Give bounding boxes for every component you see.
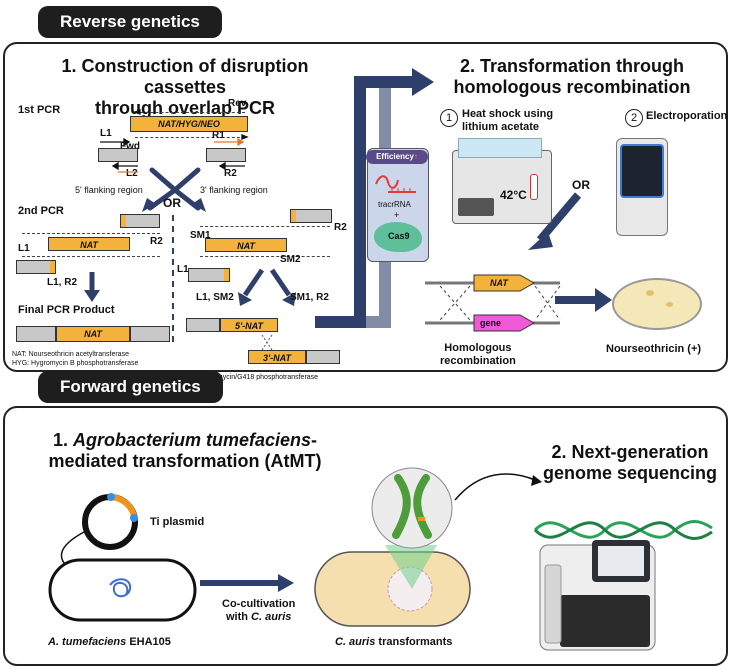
hr-gene: gene bbox=[480, 318, 502, 328]
second-pcr-l1: L1 bbox=[18, 243, 30, 254]
final-product-label: Final PCR Product bbox=[18, 304, 115, 316]
plus-label: + bbox=[394, 210, 400, 220]
petri-dish bbox=[612, 278, 702, 330]
nat3-gene: 3'-NAT bbox=[248, 350, 306, 364]
second-pcr-flank-r bbox=[120, 214, 160, 228]
transformation-title: 2. Transformation through homologous rec… bbox=[453, 56, 691, 97]
colony-1 bbox=[646, 290, 654, 296]
cas9-blob bbox=[374, 222, 422, 252]
sm-r2: R2 bbox=[334, 222, 347, 233]
strain-label: A. tumefaciens EHA105 bbox=[48, 636, 171, 648]
nat5-gene: 5'-NAT bbox=[220, 318, 278, 332]
up-arrow-icon: ↑ bbox=[413, 152, 418, 161]
or-transformation: OR bbox=[572, 178, 590, 192]
second-pcr-strand-bot bbox=[22, 256, 160, 257]
sm2-label: SM2 bbox=[280, 254, 301, 265]
final-flank-r bbox=[130, 326, 170, 342]
second-pcr-r2: R2 bbox=[150, 236, 163, 247]
sm-flank-r bbox=[290, 209, 332, 223]
legend-neo: NEO: Neomycin/G418 phosphotransferase bbox=[185, 374, 319, 381]
forward-genetics-title: Forward genetics bbox=[38, 371, 223, 403]
l1-primer: L1 bbox=[100, 128, 112, 139]
construction-title: 1. Construction of disruption cassettes … bbox=[61, 56, 309, 118]
nourseothricin-label: Nourseothricin (+) bbox=[606, 343, 702, 355]
l1r2-label: L1, R2 bbox=[47, 277, 78, 288]
flank3-label: 3' flanking region bbox=[200, 185, 268, 195]
r2-primer: R2 bbox=[224, 168, 237, 179]
tracrrna-label: tracrRNA bbox=[378, 200, 411, 209]
method-2-number: 2 bbox=[625, 109, 643, 127]
nat5-flank bbox=[186, 318, 220, 332]
second-pcr-label: 2nd PCR bbox=[18, 205, 64, 217]
legend-nat: NAT: Nourseothricin acetyltransferase bbox=[12, 351, 129, 358]
l2-primer: L2 bbox=[126, 168, 138, 179]
sm-nat: NAT bbox=[205, 238, 287, 252]
thermometer-icon bbox=[530, 174, 538, 200]
heat-block-panel bbox=[458, 198, 494, 216]
final-flank-l bbox=[16, 326, 56, 342]
heat-block-lid bbox=[458, 138, 542, 158]
cassette-gene: NAT/HYG/NEO bbox=[130, 116, 248, 132]
legend-hyg: HYG: Hygromycin B phosphotransferase bbox=[12, 360, 139, 367]
atmt-title: 1. Agrobacterium tumefaciens- mediated t… bbox=[48, 430, 322, 471]
tracrrna-icon bbox=[375, 175, 416, 193]
method-1: 1 bbox=[440, 108, 458, 127]
sm1r2-label: SM1, R2 bbox=[290, 292, 329, 303]
or-label: OR bbox=[163, 196, 181, 210]
fwd-strand bbox=[135, 137, 245, 138]
method-2-label: Electroporation bbox=[646, 110, 728, 122]
gene-legend: NAT: Nourseothricin acetyltransferase HY… bbox=[12, 350, 138, 368]
fwd-primer: Fwd bbox=[120, 141, 140, 152]
rev-strand bbox=[135, 112, 245, 113]
r1-primer: R1 bbox=[212, 130, 225, 141]
rev-primer: Rev bbox=[228, 98, 247, 109]
cas9-label: Cas9 bbox=[388, 231, 410, 241]
second-pcr-strand-top bbox=[22, 233, 160, 234]
method-1-number: 1 bbox=[440, 109, 458, 127]
ngs-title: 2. Next-generation genome sequencing bbox=[542, 442, 718, 483]
flank-3 bbox=[206, 148, 246, 162]
final-nat: NAT bbox=[56, 326, 130, 342]
hr-nat: NAT bbox=[490, 278, 508, 288]
colony-2 bbox=[666, 302, 673, 307]
method-2: 2 bbox=[625, 108, 643, 127]
cocultivation-label: Co-cultivation with C. auris bbox=[222, 598, 296, 623]
transformants-label: C. auris transformants bbox=[335, 636, 453, 648]
hr-label: Homologous recombination bbox=[440, 342, 516, 367]
reverse-genetics-title: Reverse genetics bbox=[38, 6, 222, 38]
flank-5 bbox=[98, 148, 138, 162]
electroporator-screen bbox=[620, 144, 664, 198]
ti-plasmid-label: Ti plasmid bbox=[150, 516, 205, 528]
sm1-label: SM1 bbox=[190, 230, 211, 241]
temperature-readout: 42°C bbox=[500, 188, 527, 202]
efficiency-badge: Efficiency↑ bbox=[366, 150, 428, 164]
l1sm2-label: L1, SM2 bbox=[196, 292, 234, 303]
method-1-label: Heat shock using lithium acetate bbox=[462, 108, 554, 133]
sm-l1: L1 bbox=[177, 264, 189, 275]
sm-flank-l bbox=[188, 268, 230, 282]
sm-strand-1 bbox=[200, 226, 330, 227]
flank5-label: 5' flanking region bbox=[75, 185, 143, 195]
nat3-flank bbox=[306, 350, 340, 364]
first-pcr-label: 1st PCR bbox=[18, 104, 61, 116]
sm-strand-2 bbox=[200, 256, 330, 257]
second-pcr-flank-l bbox=[16, 260, 56, 274]
second-pcr-nat: NAT bbox=[48, 237, 130, 251]
